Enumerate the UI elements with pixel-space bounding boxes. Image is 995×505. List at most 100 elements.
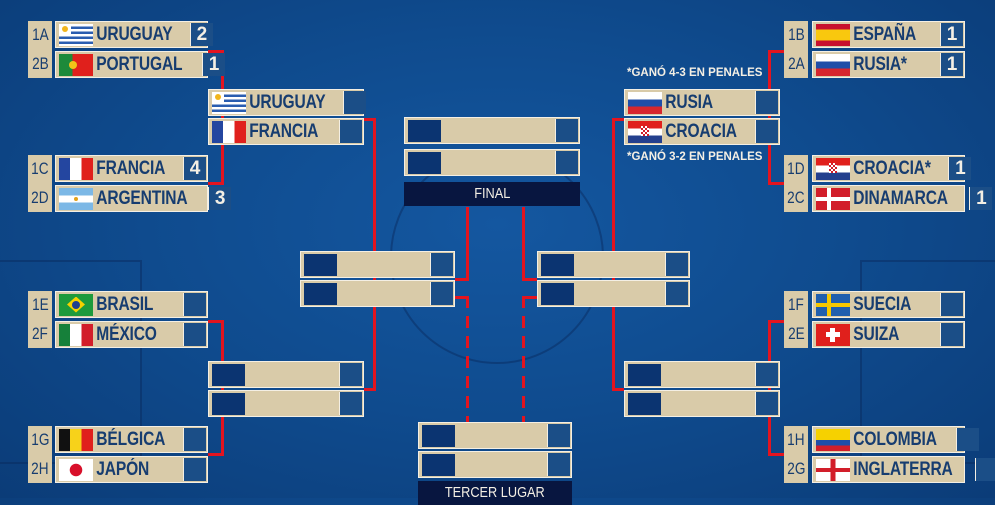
- score-box: [555, 151, 578, 174]
- connector-line: [522, 296, 537, 299]
- score-box: 1: [969, 187, 993, 210]
- score-box: 2: [189, 23, 213, 46]
- connector-line: [466, 207, 469, 281]
- team-name: ARGENTINA: [96, 187, 188, 209]
- flag-placeholder: [422, 453, 455, 476]
- score-box: [183, 323, 206, 346]
- seed-label: 2A: [787, 53, 805, 73]
- penalty-note-bottom: *GANÓ 3-2 EN PENALES: [627, 151, 763, 163]
- score-box: [755, 363, 778, 386]
- score-box: 1: [202, 53, 226, 76]
- connector-line: [768, 50, 771, 185]
- seed-label: 2E: [787, 323, 805, 343]
- flag-uruguay-icon: [59, 23, 93, 46]
- score-box: [339, 392, 362, 415]
- team-name: RUSIA: [665, 91, 713, 113]
- score-box: [183, 458, 206, 481]
- third-place-team[interactable]: [418, 422, 572, 449]
- flag-placeholder: [212, 392, 245, 415]
- flag-colombia-icon: [816, 428, 850, 451]
- flag-portugal-icon: [59, 53, 93, 76]
- third-place-team[interactable]: [418, 451, 572, 478]
- r16-right-team[interactable]: RUSIA*1: [812, 51, 965, 78]
- flag-croatia-icon: [816, 157, 850, 180]
- score-box: [755, 120, 778, 143]
- r16-right-team[interactable]: COLOMBIA: [812, 426, 979, 453]
- final-label: FINAL: [404, 182, 580, 206]
- score-box: [755, 91, 778, 114]
- qf-right-team[interactable]: [624, 390, 780, 417]
- team-name: SUIZA: [853, 323, 900, 345]
- score-box: [430, 282, 453, 305]
- connector-line: [364, 118, 376, 121]
- team-name: ESPAÑA: [853, 23, 917, 45]
- r16-left-team[interactable]: JAPÓN: [55, 456, 208, 483]
- qf-left-team[interactable]: URUGUAY: [208, 89, 366, 116]
- connector-line: [455, 296, 469, 299]
- team-name: INGLATERRA: [853, 458, 953, 480]
- qf-right-team[interactable]: [624, 361, 780, 388]
- seed-label: 1A: [31, 25, 49, 45]
- seed-label: 1B: [787, 25, 805, 45]
- qf-right-team[interactable]: CROACIA: [624, 118, 780, 145]
- final-team[interactable]: [404, 149, 580, 176]
- third-place-label: TERCER LUGAR: [418, 481, 572, 505]
- team-name: PORTUGAL: [96, 53, 183, 75]
- connector-line: [768, 320, 784, 323]
- team-name: SUECIA: [853, 293, 912, 315]
- flag-belgium-icon: [59, 428, 93, 451]
- connector-dashed: [466, 296, 469, 422]
- qf-left-team[interactable]: [208, 361, 364, 388]
- r16-left-team[interactable]: PORTUGAL 1: [55, 51, 226, 78]
- score-box: 3: [208, 187, 232, 210]
- sf-right-team[interactable]: [537, 251, 690, 278]
- r16-right-team[interactable]: CROACIA*1: [812, 155, 972, 182]
- flag-placeholder: [422, 424, 455, 447]
- sf-left-team[interactable]: [300, 280, 455, 307]
- team-name: URUGUAY: [249, 91, 326, 113]
- connector-line: [208, 320, 224, 323]
- score-box: [547, 453, 570, 476]
- flag-placeholder: [628, 392, 661, 415]
- score-box: 4: [183, 157, 206, 180]
- connector-line: [455, 278, 469, 281]
- r16-left-team[interactable]: MÉXICO: [55, 321, 208, 348]
- r16-right-team[interactable]: SUIZA: [812, 321, 965, 348]
- qf-left-team[interactable]: FRANCIA: [208, 118, 364, 145]
- r16-left-team[interactable]: ARGENTINA 3: [55, 185, 232, 212]
- flag-placeholder: [541, 253, 574, 276]
- flag-croatia-icon: [628, 120, 662, 143]
- r16-right-team[interactable]: INGLATERRA: [812, 456, 995, 483]
- sf-right-team[interactable]: [537, 280, 690, 307]
- seed-label: 2B: [31, 53, 49, 73]
- qf-left-team[interactable]: [208, 390, 364, 417]
- connector-line: [522, 207, 525, 281]
- score-box: 1: [940, 23, 963, 46]
- connector-line: [208, 182, 224, 185]
- team-name: RUSIA*: [853, 53, 907, 75]
- seed-label: 1G: [30, 430, 50, 450]
- final-team[interactable]: [404, 117, 580, 144]
- r16-right-team[interactable]: SUECIA: [812, 291, 965, 318]
- r16-left-team[interactable]: BÉLGICA: [55, 426, 208, 453]
- qf-right-team[interactable]: RUSIA: [624, 89, 780, 116]
- flag-placeholder: [212, 363, 245, 386]
- flag-denmark-icon: [816, 187, 850, 210]
- r16-right-team[interactable]: ESPAÑA 1: [812, 21, 965, 48]
- team-name: CROACIA*: [853, 157, 931, 179]
- team-name: JAPÓN: [96, 458, 150, 480]
- seed-label: 1C: [31, 159, 49, 179]
- flag-mexico-icon: [59, 323, 93, 346]
- sf-left-team[interactable]: [300, 251, 455, 278]
- team-name: BRASIL: [96, 293, 154, 315]
- r16-left-team[interactable]: BRASIL: [55, 291, 208, 318]
